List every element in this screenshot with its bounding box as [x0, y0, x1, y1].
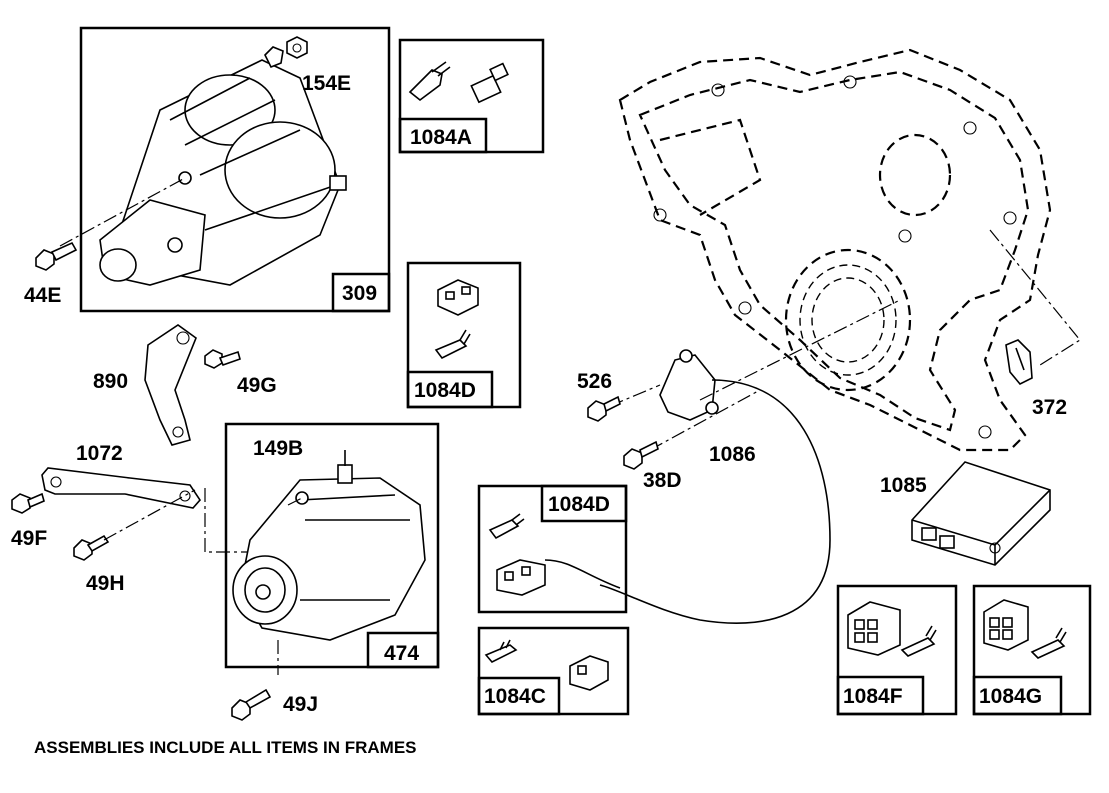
connector-1084A-frame[interactable] [398, 38, 545, 154]
connector-1084F-drawing [847, 601, 937, 657]
clip-372-drawing [1005, 339, 1033, 385]
connector-1084D-bottom-frame[interactable] [477, 484, 628, 614]
bolt-49J-drawing [231, 688, 272, 721]
label-1084C: 1084C [484, 685, 546, 708]
bolt-44E-drawing [35, 241, 78, 271]
label-1084A: 1084A [410, 126, 472, 149]
starter-motor-drawing [59, 46, 347, 286]
label-154E: 154E [302, 72, 351, 95]
label-49J: 49J [283, 693, 318, 716]
sensor-1086-drawing [544, 299, 901, 624]
label-890: 890 [93, 370, 128, 393]
label-1086: 1086 [709, 443, 756, 466]
alternator-assembly-frame[interactable] [224, 422, 440, 669]
bolt-49F-drawing [11, 492, 45, 514]
label-1084F: 1084F [843, 685, 903, 708]
label-474: 474 [384, 642, 419, 665]
screw-526-drawing [587, 395, 621, 422]
label-1085: 1085 [880, 474, 927, 497]
connector-1084D-top-frame[interactable] [406, 261, 522, 409]
bolt-49G-drawing [204, 349, 241, 369]
bolt-49H-drawing [73, 489, 196, 561]
label-49G: 49G [237, 374, 277, 397]
connector-1084D-bottom-drawing [488, 513, 546, 596]
label-526: 526 [577, 370, 612, 393]
module-1085-drawing [911, 461, 1051, 566]
screw-38D-drawing [623, 440, 659, 470]
assemblies-note: ASSEMBLIES INCLUDE ALL ITEMS IN FRAMES [34, 738, 417, 757]
label-44E: 44E [24, 284, 61, 307]
connector-1084D-top-drawing [434, 279, 479, 360]
connector-1084F-frame[interactable] [836, 584, 958, 716]
connector-1084G-frame[interactable] [972, 584, 1092, 716]
label-149B: 149B [253, 437, 303, 460]
label-49F: 49F [11, 527, 47, 550]
gear-cover-drawing [618, 48, 1081, 452]
alternator-drawing [232, 450, 426, 675]
connector-1084G-drawing [983, 599, 1067, 659]
label-372: 372 [1032, 396, 1067, 419]
label-1084D-bottom: 1084D [548, 493, 610, 516]
label-49H: 49H [86, 572, 125, 595]
label-1084G: 1084G [979, 685, 1042, 708]
nut-154E-drawing [286, 36, 308, 59]
connector-1084C-drawing [484, 639, 609, 691]
label-1072: 1072 [76, 442, 123, 465]
connector-1084A-drawing [408, 61, 509, 104]
label-309: 309 [342, 282, 377, 305]
starter-assembly-frame[interactable] [79, 26, 391, 313]
connector-1084C-frame[interactable] [477, 626, 630, 716]
bracket-890-drawing [144, 324, 197, 446]
label-38D: 38D [643, 469, 682, 492]
label-1084D-top: 1084D [414, 379, 476, 402]
